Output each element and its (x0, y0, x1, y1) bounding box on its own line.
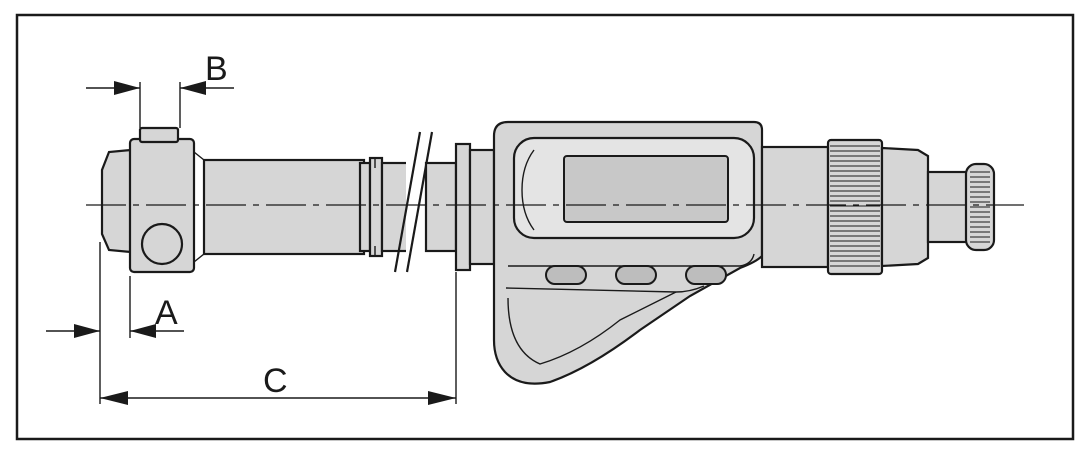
label-c: C (263, 362, 288, 400)
rear-barrel (880, 146, 930, 268)
contact-stylus (138, 126, 180, 144)
dimension-b (86, 81, 234, 128)
knurl-pattern (830, 145, 880, 267)
function-button-center[interactable] (615, 265, 657, 285)
ratchet-knurl (970, 171, 990, 243)
side-contact-pin (140, 222, 184, 266)
function-button-left[interactable] (545, 265, 587, 285)
digital-body (454, 120, 764, 385)
rod-main (202, 158, 366, 256)
label-b: B (205, 50, 228, 88)
rod-continuation (424, 161, 458, 253)
thimble-assembly (760, 138, 996, 276)
label-a: A (155, 294, 178, 332)
mounting-sleeve (454, 142, 472, 272)
barrel-sleeve (760, 145, 830, 269)
measuring-head (100, 126, 205, 274)
rod-end (380, 161, 412, 253)
rod-groove (368, 156, 384, 258)
dimension-a (46, 242, 184, 404)
extension-rod (202, 156, 412, 258)
knurled-thimble[interactable] (826, 138, 884, 276)
function-button-right[interactable] (685, 265, 727, 285)
ratchet-neck (926, 170, 970, 244)
lcd-screen (563, 155, 729, 223)
dimension-c (100, 272, 457, 405)
anvil-tip (100, 148, 133, 254)
diagram-frame (15, 13, 1075, 441)
rod-collar (358, 161, 372, 253)
mounting-collar (468, 148, 496, 266)
